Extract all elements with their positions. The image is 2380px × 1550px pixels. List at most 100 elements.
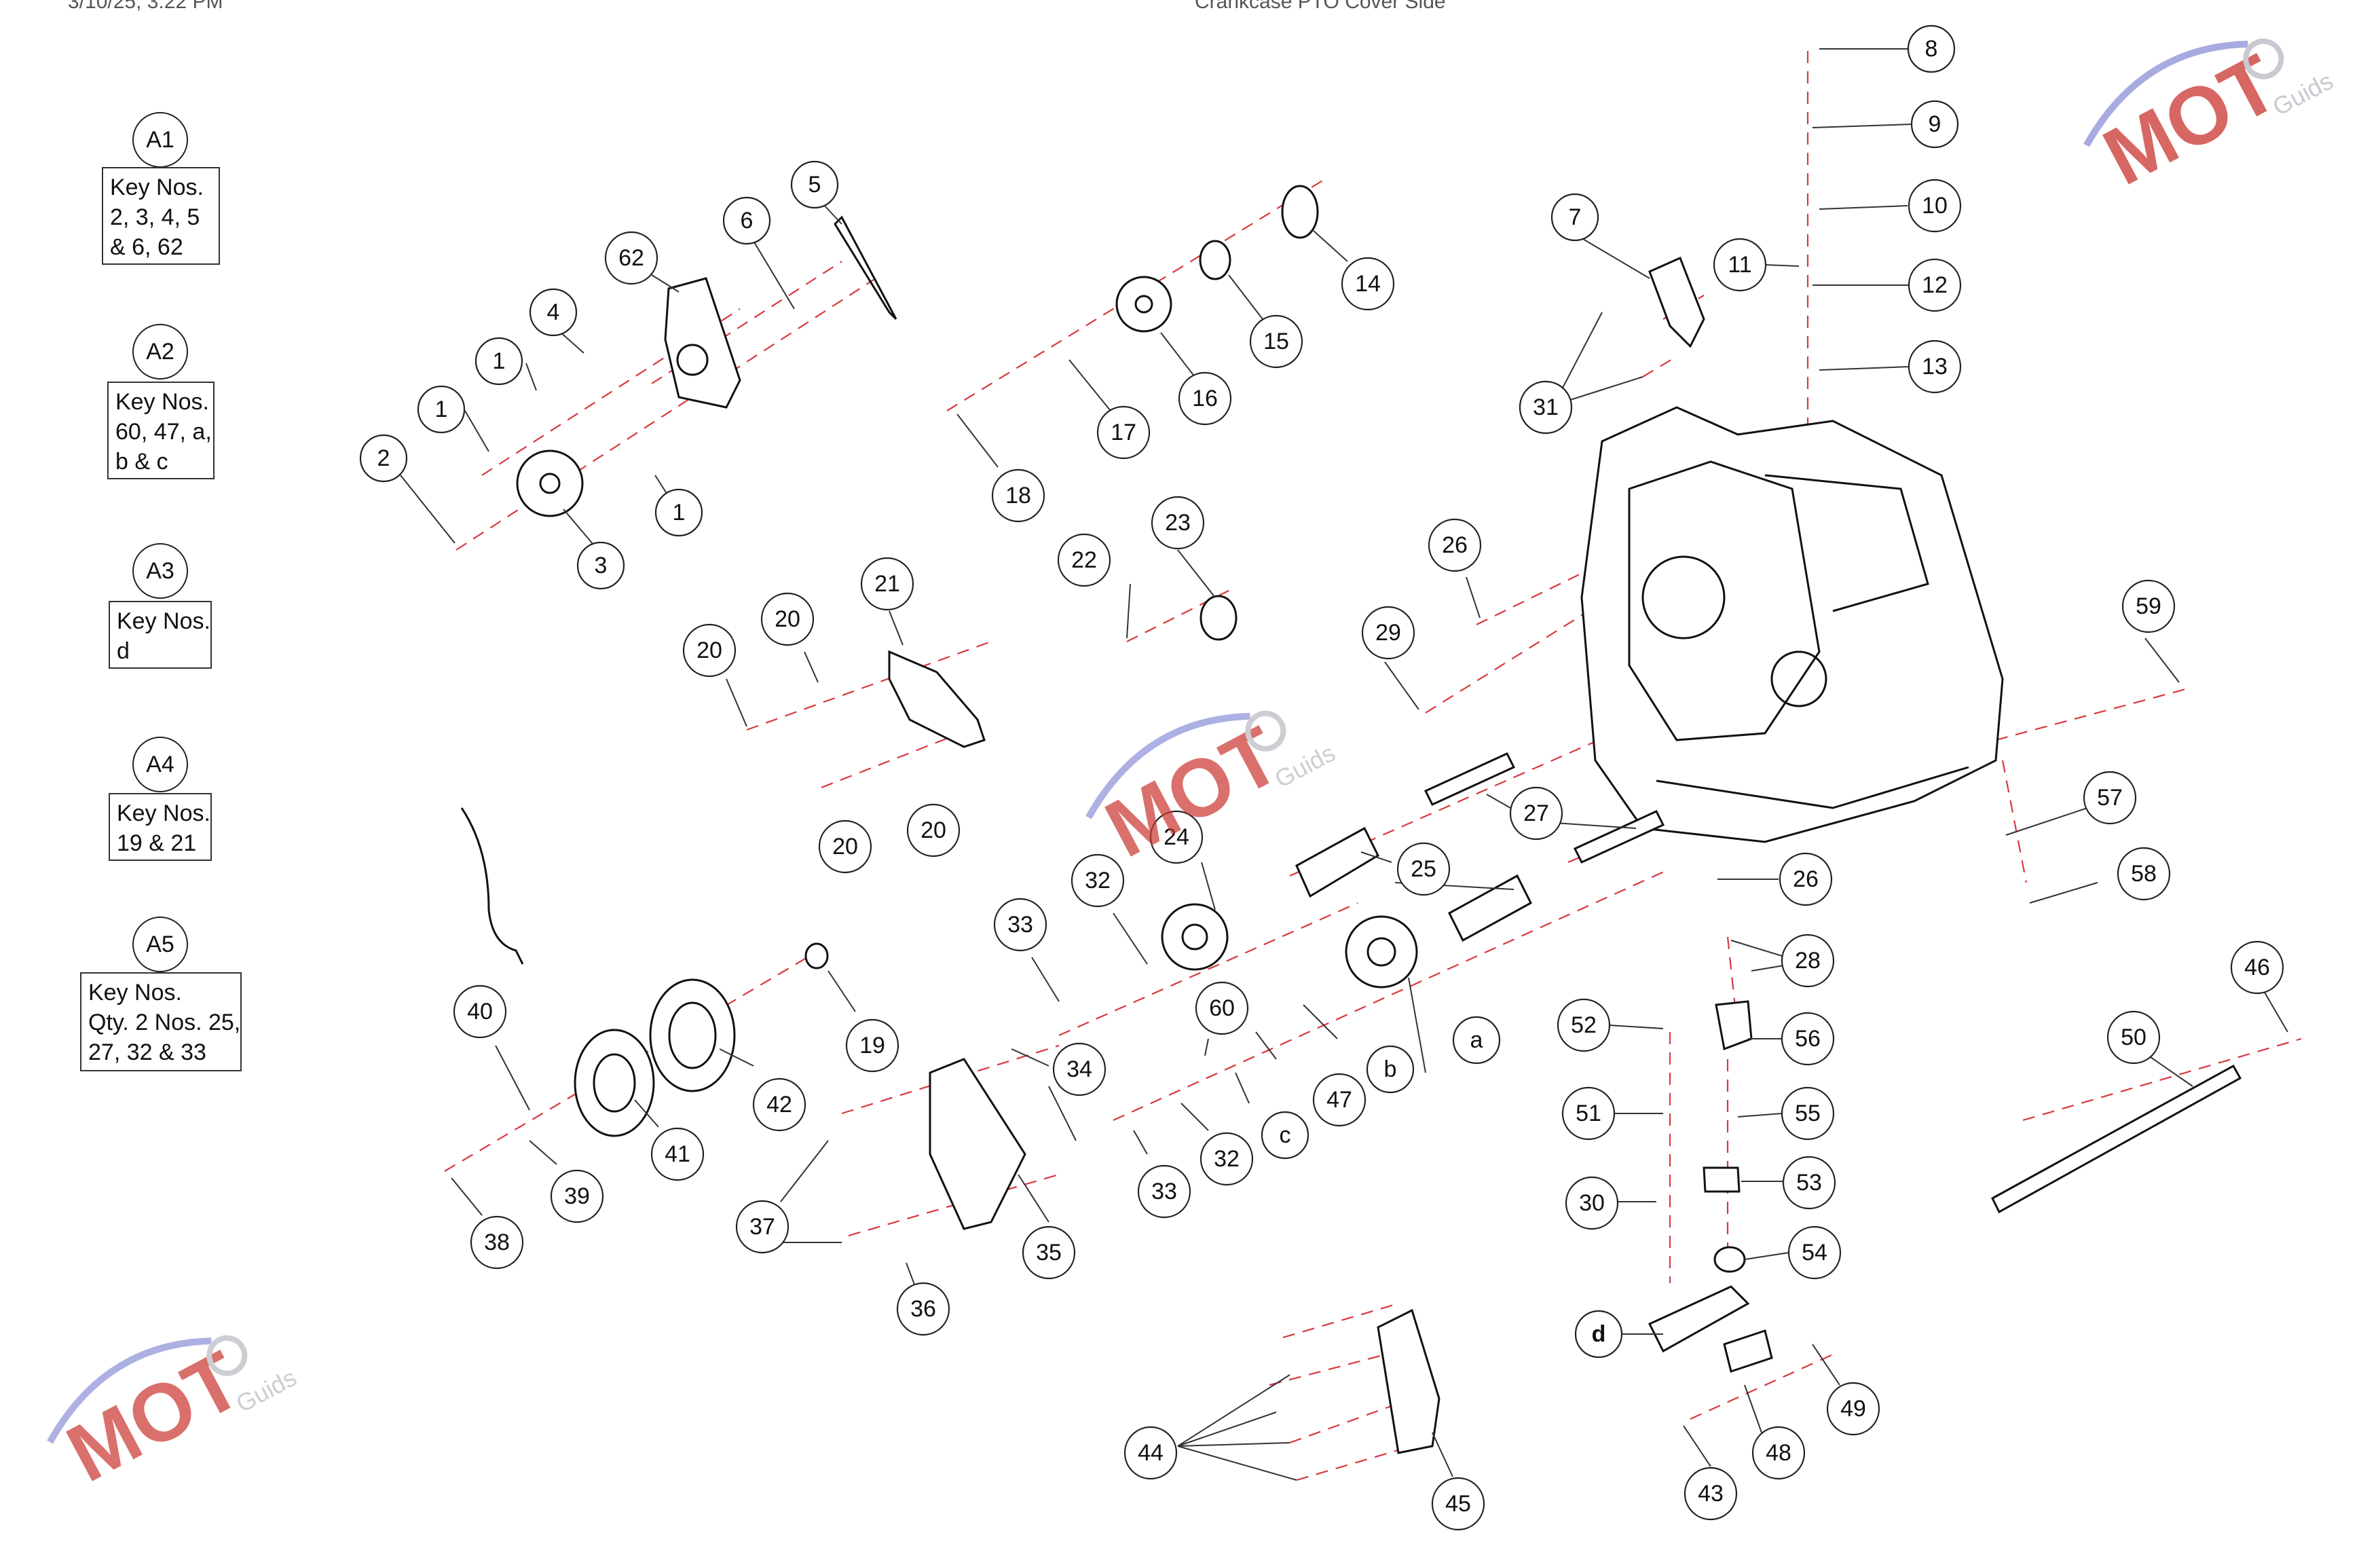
svg-text:59: 59 (2136, 593, 2161, 619)
svg-text:45: 45 (1445, 1491, 1471, 1517)
svg-text:26: 26 (1442, 532, 1468, 558)
gear-icon (1245, 710, 1286, 752)
callout-22: 22 (1057, 533, 1111, 587)
svg-text:20: 20 (775, 606, 800, 632)
svg-text:20: 20 (921, 817, 946, 843)
callout-33: 33 (993, 898, 1047, 952)
callout-1: 1 (475, 337, 523, 386)
svg-text:1: 1 (493, 348, 506, 374)
callout-32: 32 (1200, 1132, 1254, 1186)
svg-text:7: 7 (1569, 204, 1582, 230)
gear-icon (2243, 38, 2284, 79)
svg-text:b: b (1384, 1056, 1397, 1082)
callouts: 1 1 1 2 3 4 5 6 62 7 31 31 8 9 10 11 12 … (359, 24, 2284, 1531)
note-a1: Key Nos. 2, 3, 4, 5 & 6, 62 (102, 167, 220, 265)
svg-text:20: 20 (696, 638, 722, 663)
callout-13: 13 (1908, 339, 1962, 394)
svg-text:6: 6 (741, 208, 754, 234)
callout-41: 41 (650, 1127, 705, 1181)
svg-text:11: 11 (1728, 252, 1751, 278)
svg-text:1: 1 (435, 396, 448, 422)
callout-19: 19 (845, 1018, 899, 1073)
svg-text:40: 40 (467, 999, 493, 1025)
callout-d: d (1574, 1310, 1623, 1359)
callout-43: 43 (1684, 1466, 1738, 1521)
callout-51: 51 (1561, 1086, 1616, 1141)
callout-48: 48 (1751, 1426, 1806, 1480)
callout-50: 50 (2106, 1010, 2161, 1065)
svg-text:55: 55 (1795, 1101, 1821, 1126)
svg-text:MOT: MOT (2089, 37, 2292, 202)
svg-text:49: 49 (1840, 1396, 1866, 1422)
svg-text:32: 32 (1214, 1146, 1240, 1172)
svg-text:1: 1 (673, 500, 686, 525)
callout-35: 35 (1022, 1225, 1076, 1280)
svg-text:57: 57 (2097, 785, 2123, 811)
callout-23: 23 (1151, 496, 1205, 550)
callout-20: 20 (906, 803, 961, 857)
svg-text:12: 12 (1922, 272, 1948, 298)
callout-17: 17 (1096, 405, 1151, 460)
callout-2: 2 (359, 434, 408, 483)
svg-text:41: 41 (665, 1141, 690, 1167)
callout-10: 10 (1908, 179, 1962, 233)
callout-59: 59 (2121, 579, 2176, 633)
callout-14: 14 (1341, 257, 1395, 311)
svg-text:25: 25 (1411, 856, 1436, 882)
svg-text:16: 16 (1192, 386, 1218, 411)
svg-text:17: 17 (1111, 420, 1136, 445)
watermark-logo-top-right: MOT Guids (2083, 37, 2337, 202)
svg-text:20: 20 (832, 834, 858, 860)
callout-32: 32 (1071, 853, 1125, 908)
svg-text:34: 34 (1066, 1056, 1092, 1082)
note-a4: Key Nos. 19 & 21 (109, 793, 212, 861)
svg-text:19: 19 (859, 1033, 885, 1058)
callout-60: 60 (1195, 981, 1249, 1035)
svg-text:50: 50 (2121, 1025, 2146, 1050)
callout-20: 20 (818, 819, 872, 874)
callout-9: 9 (1910, 100, 1959, 149)
callout-a: a (1452, 1016, 1501, 1065)
callout-28: 28 (1781, 934, 1835, 988)
svg-text:15: 15 (1263, 329, 1289, 354)
callout-54: 54 (1787, 1225, 1842, 1280)
note-label-a2: A2 (132, 324, 188, 380)
watermark-logo-center: MOT Guids (1085, 709, 1339, 874)
callout-20: 20 (760, 592, 815, 646)
svg-text:22: 22 (1071, 547, 1097, 573)
note-label-a1: A1 (132, 112, 188, 168)
callout-5: 5 (790, 160, 839, 209)
callout-33: 33 (1137, 1164, 1191, 1219)
svg-text:38: 38 (484, 1230, 510, 1255)
svg-text:5: 5 (808, 172, 821, 198)
svg-text:62: 62 (618, 245, 644, 271)
note-label-a5: A5 (132, 917, 188, 972)
svg-text:51: 51 (1576, 1101, 1601, 1126)
svg-text:28: 28 (1795, 948, 1821, 974)
svg-text:13: 13 (1922, 354, 1948, 380)
callout-6: 6 (722, 196, 771, 245)
svg-text:32: 32 (1085, 868, 1111, 893)
callout-12: 12 (1908, 258, 1962, 312)
parts (460, 185, 2242, 1454)
svg-text:56: 56 (1795, 1026, 1821, 1052)
svg-text:54: 54 (1802, 1240, 1827, 1266)
callout-38: 38 (470, 1215, 524, 1270)
callout-55: 55 (1781, 1086, 1835, 1141)
svg-text:52: 52 (1571, 1012, 1597, 1038)
svg-text:53: 53 (1796, 1170, 1822, 1196)
callout-24: 24 (1149, 810, 1204, 864)
callout-30: 30 (1565, 1176, 1619, 1230)
callout-40: 40 (453, 984, 507, 1039)
svg-text:27: 27 (1523, 800, 1549, 826)
callout-26: 26 (1428, 518, 1482, 572)
callout-31: 31 (1519, 380, 1573, 435)
callout-47: 47 (1312, 1073, 1366, 1127)
callout-16: 16 (1178, 371, 1232, 426)
callout-56: 56 (1781, 1012, 1835, 1066)
callout-39: 39 (550, 1169, 604, 1223)
header-timestamp: 3/10/25, 3:22 PM (68, 0, 223, 13)
callout-7: 7 (1550, 193, 1599, 242)
note-a3: Key Nos. d (109, 601, 212, 669)
